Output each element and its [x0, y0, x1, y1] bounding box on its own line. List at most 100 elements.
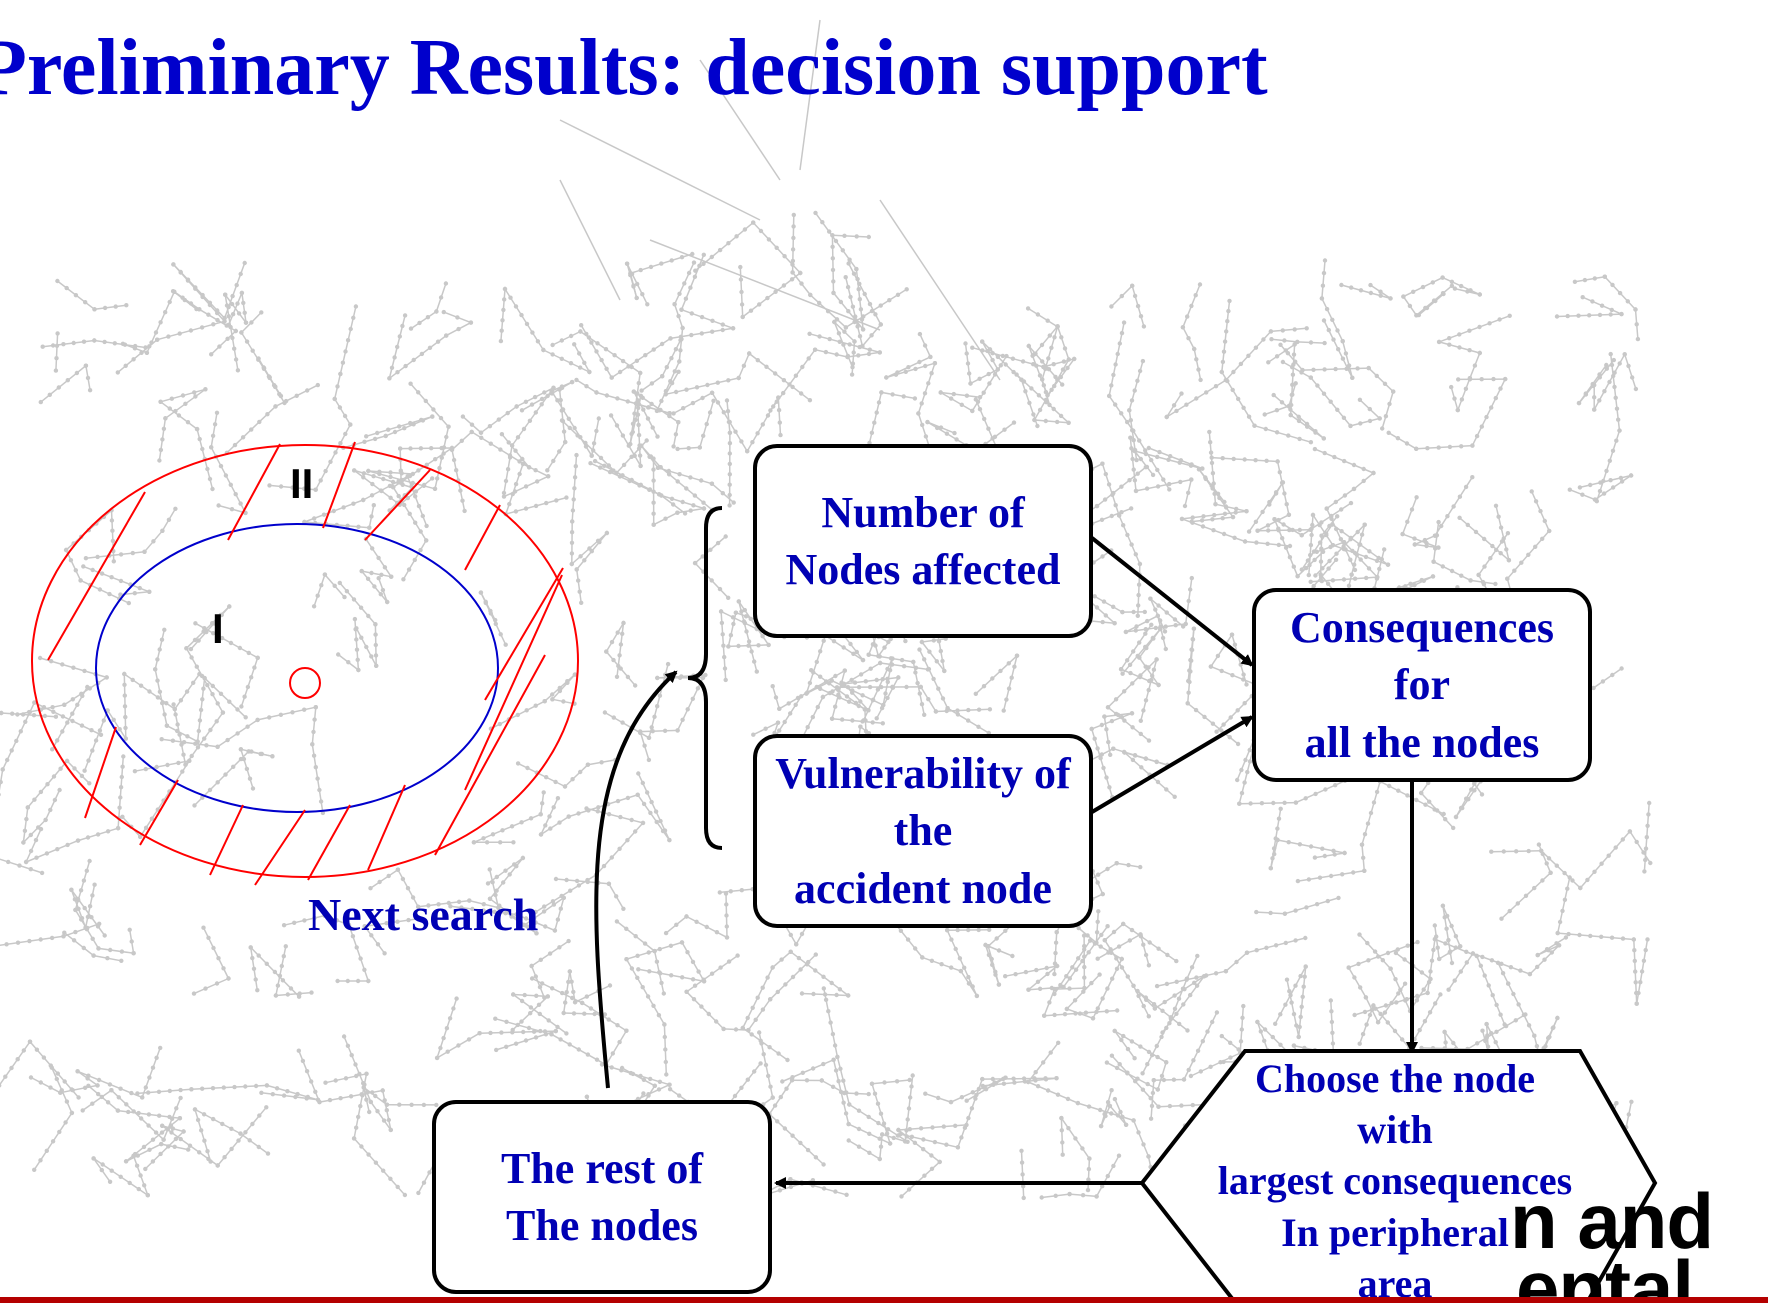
pipe-segment	[1629, 830, 1651, 864]
pipe-node	[487, 424, 493, 429]
pipe-node	[1386, 430, 1391, 435]
pipe-node	[1131, 467, 1136, 472]
pipe-node	[70, 697, 76, 702]
pipe-node	[528, 1005, 534, 1010]
pipe-node	[1599, 934, 1604, 939]
pipe-node	[572, 425, 577, 431]
pipe-node	[413, 494, 418, 499]
pipe-node	[1121, 320, 1127, 325]
pipe-node	[539, 402, 544, 407]
pipe-node	[739, 439, 744, 444]
pipe-node	[1371, 470, 1376, 476]
pipe-node	[0, 710, 4, 716]
pipe-node	[220, 710, 226, 715]
pipe-node	[1607, 458, 1613, 463]
pipe-node	[1140, 1087, 1146, 1092]
pipe-node	[831, 1057, 836, 1063]
pipe-node	[562, 784, 568, 789]
pipe-node	[1540, 536, 1545, 541]
pipe-node	[1608, 312, 1613, 317]
pipe-node	[736, 375, 741, 381]
pipe-node	[498, 447, 503, 452]
pipe-node	[700, 554, 705, 559]
pipe-node	[37, 655, 43, 661]
pipe-node	[747, 351, 752, 356]
pipe-node	[651, 456, 656, 461]
pipe-node	[1235, 741, 1241, 747]
pipe-node	[1526, 848, 1531, 854]
pipe-node	[1599, 303, 1605, 308]
pipe-node	[10, 711, 15, 716]
pipe-node	[962, 965, 967, 970]
pipe-node	[634, 358, 640, 363]
pipe-node	[17, 863, 22, 868]
pipe-node	[881, 1121, 887, 1126]
pipe-node	[651, 511, 656, 516]
pipe-node	[589, 340, 594, 345]
pipe-node	[503, 478, 509, 484]
pipe-node	[920, 955, 925, 960]
pipe-node	[671, 411, 676, 416]
pipe-node	[117, 727, 122, 732]
pipe-node	[675, 479, 680, 484]
pipe-node	[1529, 489, 1534, 494]
pipe-node	[1304, 421, 1310, 427]
pipe-node	[730, 326, 736, 331]
pipe-node	[666, 472, 672, 477]
pipe-node	[1566, 931, 1571, 937]
pipe-node	[741, 363, 747, 368]
pipe-node	[668, 336, 673, 341]
pipe-node	[692, 560, 698, 566]
pipe-node	[189, 753, 194, 759]
pipe-node	[53, 714, 59, 719]
pipe-node	[993, 969, 998, 974]
pipe-node	[591, 441, 597, 446]
pipe-node	[1189, 477, 1194, 482]
pipe-node	[1610, 448, 1616, 453]
pipe-node	[986, 944, 991, 949]
pipe-node	[1364, 575, 1369, 581]
pipe-node	[1452, 286, 1458, 291]
pipe-segment	[720, 610, 758, 630]
pipe-node	[321, 512, 327, 517]
pipe-node	[940, 696, 946, 701]
pipe-segment	[1388, 432, 1417, 450]
pipe-node	[1411, 289, 1416, 294]
pipe-node	[1576, 313, 1581, 318]
pipe-node	[652, 714, 657, 719]
pipe-node	[894, 1079, 900, 1084]
pipe-node	[1470, 475, 1475, 480]
pipe-node	[1130, 456, 1135, 462]
pipe-node	[469, 429, 474, 435]
pipe-node	[760, 422, 765, 427]
pipe-node	[1489, 405, 1494, 410]
pipe-node	[974, 993, 980, 999]
pipe-node	[1385, 562, 1391, 567]
pipe-node	[71, 665, 76, 670]
pipe-node	[204, 629, 209, 635]
pipe-node	[722, 654, 727, 660]
pipe-node	[189, 655, 194, 660]
pipe-node	[387, 483, 393, 489]
pipe-node	[171, 702, 176, 707]
pipe-node	[1633, 969, 1638, 974]
pipe-node	[522, 992, 527, 998]
pipe-node	[1632, 948, 1637, 953]
pipe-node	[122, 671, 127, 677]
pipe-node	[1308, 340, 1314, 345]
pipe-node	[917, 647, 922, 652]
pipe-node	[469, 422, 475, 427]
pipe-node	[1292, 342, 1297, 347]
pipe-node	[62, 702, 67, 707]
pipe-node	[701, 252, 706, 257]
pipe-node	[875, 1101, 881, 1106]
pipe-node	[521, 426, 527, 432]
pipe-node	[777, 420, 782, 425]
pipe-node	[1514, 849, 1519, 854]
pipe-node	[181, 752, 186, 757]
pipe-node	[6, 859, 11, 865]
pipe-node	[1060, 1140, 1065, 1145]
pipe-node	[1117, 341, 1123, 346]
pipe-node	[1648, 860, 1653, 866]
pipe-node	[1334, 526, 1339, 532]
